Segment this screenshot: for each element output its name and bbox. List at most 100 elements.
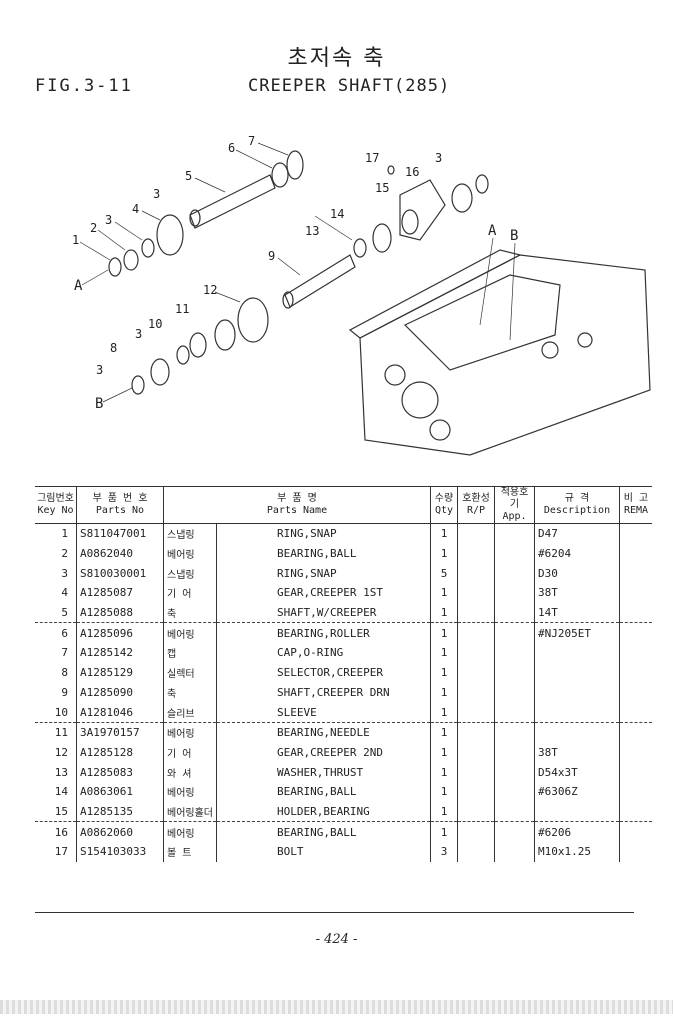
scan-edge — [0, 1000, 673, 1014]
cell-key: 2 — [35, 543, 77, 564]
cell-key: 9 — [35, 682, 77, 703]
cell-rem — [620, 563, 653, 583]
callout-3c: 3 — [435, 151, 442, 165]
cell-key: 12 — [35, 742, 77, 763]
cell-app — [494, 682, 535, 703]
cell-desc: #6306Z — [534, 781, 620, 802]
cell-app — [494, 821, 535, 842]
cell-key: 16 — [35, 821, 77, 842]
cell-pn: S154103033 — [76, 842, 164, 862]
cell-nm: GEAR,CREEPER 1ST — [216, 583, 431, 603]
header-rp-kr: 호환성 — [462, 493, 490, 504]
callout-11: 11 — [175, 302, 189, 316]
cell-kr: 베어링 — [163, 722, 217, 743]
cell-app — [494, 762, 535, 782]
cell-kr: 와 셔 — [163, 762, 217, 782]
header-rp-en: R/P — [466, 505, 486, 516]
transmission-housing — [348, 249, 651, 456]
cell-app — [494, 662, 535, 683]
callout-15: 15 — [375, 181, 389, 195]
cell-rp — [457, 543, 495, 564]
cell-nm: BEARING,ROLLER — [216, 622, 431, 644]
callout-6: 6 — [228, 141, 235, 155]
cell-rp — [457, 662, 495, 683]
cell-nm: RING,SNAP — [216, 523, 431, 544]
cell-pn: A1281046 — [76, 702, 164, 723]
callout-3: 3 — [105, 213, 112, 227]
cell-kr: 볼 트 — [163, 842, 217, 862]
cell-desc — [534, 702, 620, 723]
cell-rem — [619, 801, 652, 823]
cell-nm: SHAFT,CREEPER DRN — [216, 682, 431, 703]
cell-key: 13 — [35, 762, 77, 782]
cell-rp — [457, 801, 495, 823]
cell-kr: 베어링 — [163, 821, 217, 842]
cell-desc: D54x3T — [534, 762, 620, 782]
cell-rp — [457, 622, 495, 644]
cell-desc — [534, 662, 620, 683]
cell-desc: 14T — [534, 602, 620, 624]
cell-app — [494, 702, 535, 723]
cell-kr: 실렉터 — [163, 662, 217, 683]
cell-q: 1 — [430, 643, 458, 663]
cell-key: 10 — [35, 702, 77, 723]
cell-kr: 스냅링 — [163, 523, 217, 544]
cell-pn: A0863061 — [76, 781, 164, 802]
callout-5: 5 — [185, 169, 192, 183]
cell-q: 1 — [430, 583, 458, 603]
cell-pn: S810030001 — [76, 563, 164, 584]
cell-kr: 스냅링 — [163, 563, 217, 584]
header-qty-en: Qty — [434, 505, 454, 516]
cell-rem — [620, 583, 653, 603]
cell-key: 1 — [35, 523, 77, 544]
cell-kr: 슬리브 — [163, 702, 217, 723]
cell-desc: #6204 — [534, 543, 620, 564]
cell-nm: RING,SNAP — [216, 563, 431, 584]
cell-q: 1 — [430, 722, 458, 743]
header-rem-kr: 비 고 — [623, 493, 649, 504]
callout-8: 8 — [110, 341, 117, 355]
cell-rem — [620, 524, 653, 544]
cell-q: 1 — [430, 662, 458, 683]
cell-rem — [619, 702, 652, 723]
cell-q: 1 — [430, 602, 458, 624]
cell-desc: D47 — [534, 523, 620, 544]
callout-3b: 3 — [153, 187, 160, 201]
callout-17: 17 — [365, 151, 379, 165]
cell-app — [494, 563, 535, 584]
cell-desc: 38T — [534, 583, 620, 603]
cell-app — [494, 781, 535, 802]
header-desc-kr: 규 격 — [564, 493, 590, 504]
cell-nm: SLEEVE — [216, 702, 431, 723]
cell-kr: 축 — [163, 682, 217, 703]
cell-nm: SELECTOR,CREEPER — [216, 662, 431, 683]
cell-app — [494, 722, 535, 743]
cell-q: 5 — [430, 563, 458, 584]
cell-desc: M10x1.25 — [534, 842, 620, 862]
cell-pn: A1285096 — [76, 622, 164, 644]
callout-14: 14 — [330, 207, 344, 221]
figure-number: FIG.3-11 — [35, 76, 133, 96]
cell-pn: A1285129 — [76, 662, 164, 683]
cell-rp — [457, 583, 495, 603]
header-app-en: App. — [502, 511, 527, 522]
cell-rem — [620, 822, 653, 842]
callout-B-left: B — [95, 396, 103, 412]
page-title: CREEPER SHAFT(285) — [248, 76, 451, 96]
cell-app — [494, 523, 535, 544]
header-desc-en: Description — [543, 505, 611, 516]
cell-key: 11 — [35, 722, 77, 743]
header-qty-kr: 수량 — [434, 493, 454, 504]
